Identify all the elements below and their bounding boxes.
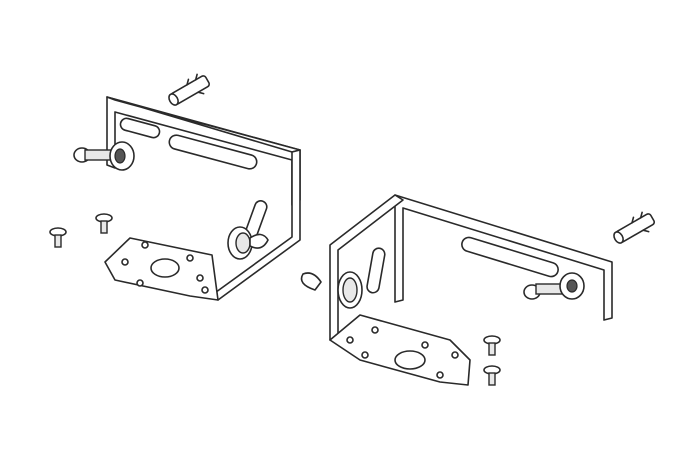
small-screw	[95, 213, 113, 234]
left-slot	[168, 134, 258, 170]
right-bracket-base-plate	[329, 314, 471, 386]
left-bracket	[104, 96, 301, 301]
left-keyhole	[150, 258, 180, 278]
right-bracket	[329, 194, 613, 386]
right-slot	[461, 236, 559, 278]
small-screw	[483, 335, 501, 356]
right-bracket-back-plate	[394, 194, 613, 321]
wing-screw	[523, 272, 585, 300]
small-screw	[483, 365, 501, 386]
wall-anchor	[613, 211, 656, 244]
small-screw	[49, 227, 67, 248]
wing-screw	[227, 226, 269, 260]
wall-anchor	[168, 73, 211, 106]
wing-screw	[300, 271, 363, 309]
wing-screw	[73, 141, 135, 171]
right-keyhole	[394, 350, 426, 370]
